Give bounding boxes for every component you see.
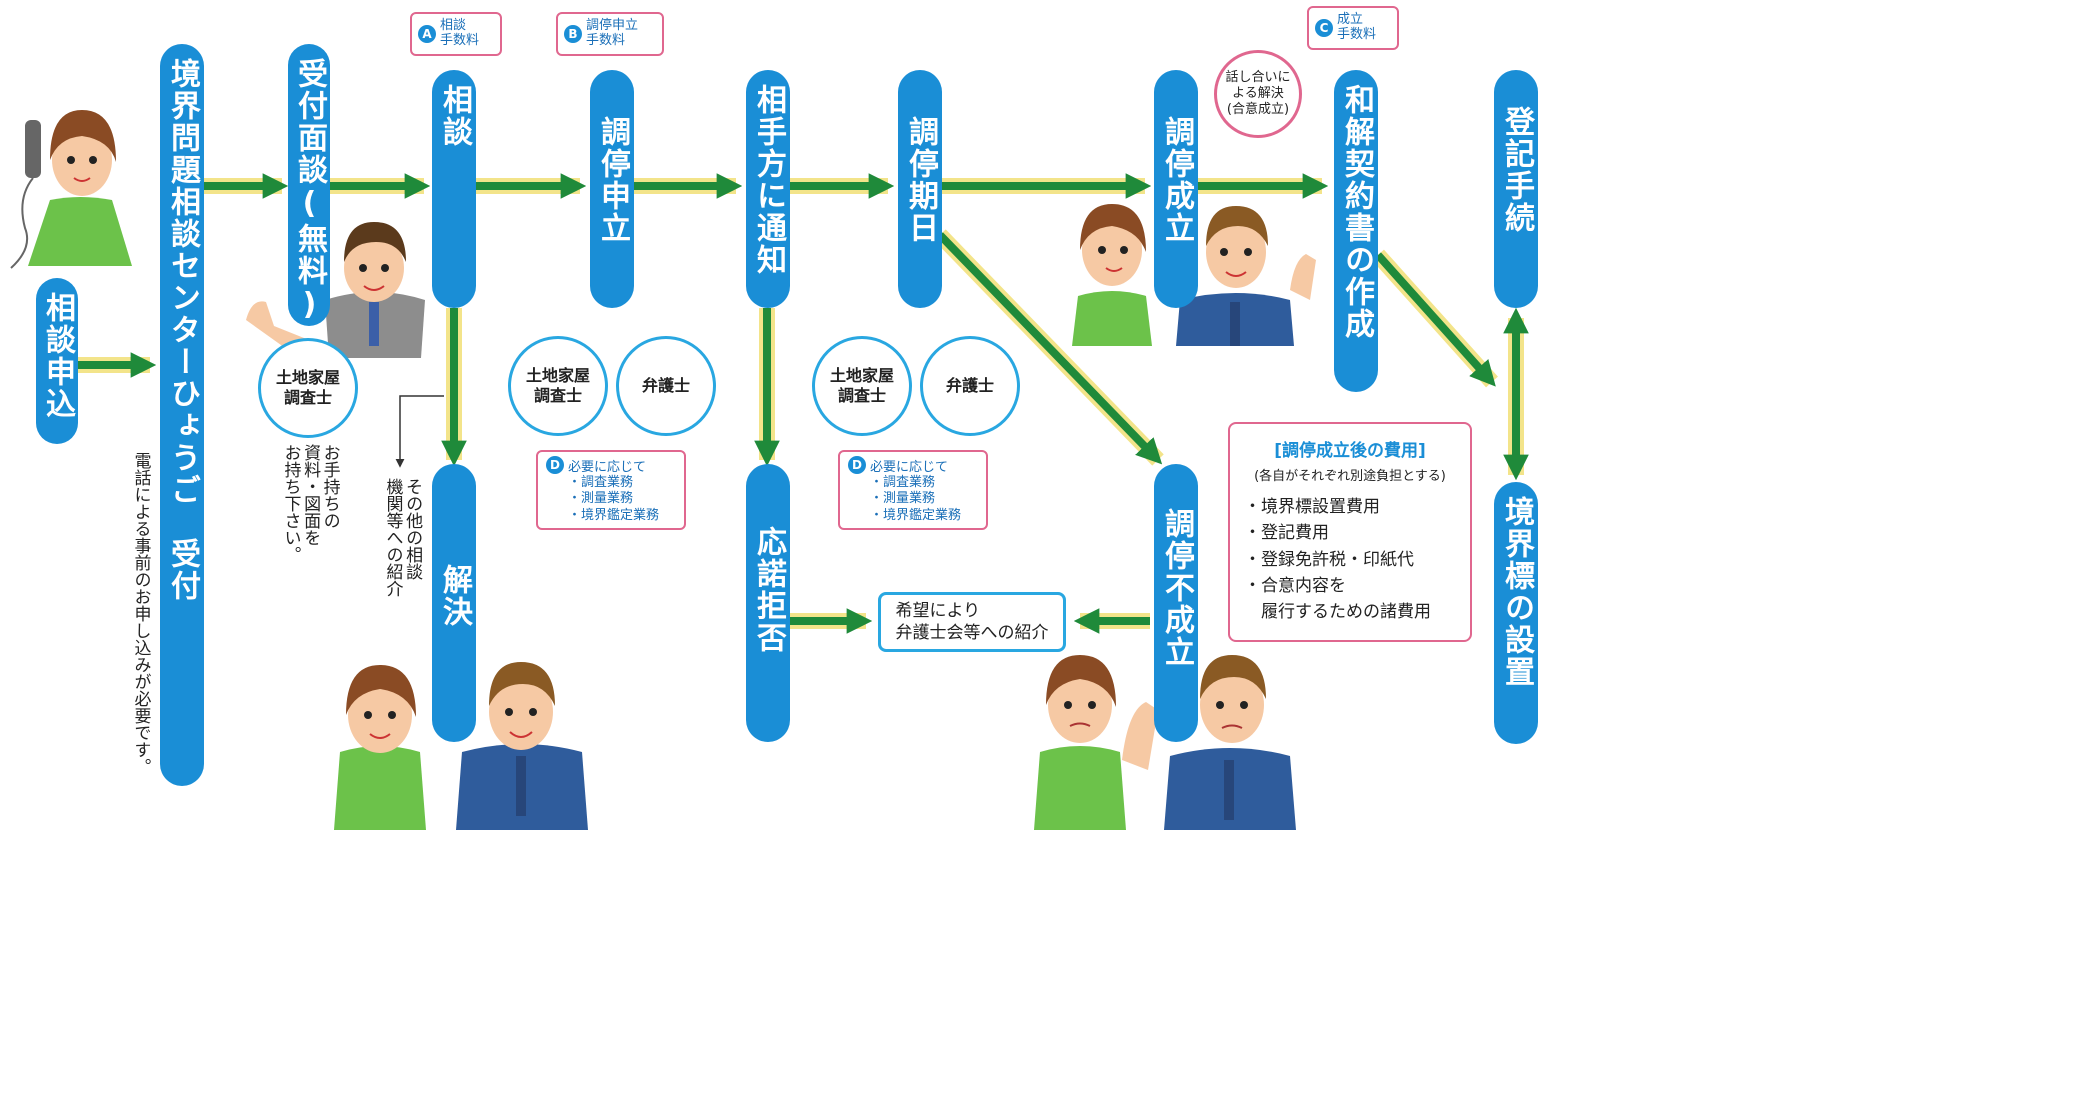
- arrow-hearing-to-failure: [937, 232, 1163, 465]
- step-petition: 調停申立: [590, 70, 634, 308]
- step-notify: 相手方に通知: [746, 70, 790, 308]
- costs-item: ・登録免許税・印紙代: [1244, 549, 1414, 570]
- step-petition-label: 調停申立: [595, 116, 630, 244]
- note-d1-item: ・測量業務: [568, 491, 634, 507]
- note-d1-box: D 必要に応じて ・調査業務 ・測量業務 ・境界鑑定業務: [536, 450, 686, 530]
- step-consultation: 相談: [432, 70, 476, 308]
- step-registration: 登記手続: [1494, 70, 1538, 308]
- step-application-label: 相談申込: [40, 292, 75, 420]
- step-consultation-label: 相談: [437, 84, 472, 148]
- step-hearing-label: 調停期日: [903, 116, 938, 244]
- step-boundary-marker: 境界標の設置: [1494, 482, 1538, 744]
- note-d1-item: ・境界鑑定業務: [568, 507, 660, 523]
- expert-lawyer-hearing: 弁護士: [920, 336, 1020, 436]
- step-success: 調停成立: [1154, 70, 1198, 308]
- step-failure-label: 調停不成立: [1159, 508, 1194, 668]
- man-failure-illustration: [1164, 655, 1296, 830]
- note-d2-list: ・調査業務 ・測量業務 ・境界鑑定業務: [870, 475, 961, 524]
- step-resolved: 解決: [432, 464, 476, 742]
- expert-surveyor-reception: 土地家屋 調査士: [258, 338, 358, 438]
- other-referral-note: その他の相談 機関等への紹介: [382, 478, 423, 597]
- expert-surveyor-reception-label: 土地家屋 調査士: [275, 368, 340, 407]
- lawyer-referral-box: 希望により 弁護士会等への紹介: [878, 592, 1066, 652]
- fee-a-badge: A: [418, 25, 436, 43]
- expert-lawyer-hearing-label: 弁護士: [945, 376, 994, 395]
- step-reception-interview: 受付面談(無料): [288, 44, 330, 326]
- fee-b-box: B 調停申立 手数料: [556, 12, 664, 56]
- step-refusal-label: 応諾拒否: [751, 526, 786, 654]
- expert-surveyor-hearing-label: 土地家屋 調査士: [829, 366, 894, 405]
- woman-success-illustration: [1072, 204, 1152, 346]
- woman-phone-illustration: [10, 110, 132, 269]
- note-d2-item: ・調査業務: [870, 475, 936, 490]
- costs-list: ・境界標設置費用 ・登記費用 ・登録免許税・印紙代 ・合意内容を 履行するための…: [1244, 494, 1456, 626]
- costs-item: 履行するための諸費用: [1244, 602, 1431, 623]
- expert-surveyor-hearing: 土地家屋 調査士: [812, 336, 912, 436]
- fee-c-badge: C: [1315, 19, 1333, 37]
- flow-arrows: [78, 173, 1529, 634]
- step-success-label: 調停成立: [1159, 116, 1194, 244]
- fee-b-label: 調停申立 手数料: [586, 18, 639, 48]
- agreement-bubble: 話し合いに よる解決 (合意成立): [1214, 50, 1302, 138]
- step-application: 相談申込: [36, 278, 78, 444]
- expert-lawyer-petition-label: 弁護士: [641, 376, 690, 395]
- costs-item: ・境界標設置費用: [1244, 497, 1380, 517]
- woman-failure-illustration: [1034, 655, 1158, 830]
- costs-subtitle: (各自がそれぞれ別途負担とする): [1254, 469, 1446, 484]
- people-illustrations: [10, 110, 1316, 830]
- note-d1-item: ・調査業務: [568, 475, 634, 490]
- agreement-bubble-label: 話し合いに よる解決 (合意成立): [1225, 69, 1291, 118]
- man-resolved-illustration: [456, 662, 588, 830]
- expert-surveyor-petition-label: 土地家屋 調査士: [525, 366, 590, 405]
- costs-item: ・合意内容を: [1244, 576, 1346, 597]
- step-marker-label: 境界標の設置: [1499, 496, 1534, 688]
- male-staff-reception-illustration: [246, 222, 425, 360]
- costs-item: ・登記費用: [1244, 523, 1329, 544]
- costs-title: [調停成立後の費用]: [1274, 441, 1426, 461]
- note-d2-badge: D: [848, 456, 866, 474]
- post-mediation-costs-box: [調停成立後の費用] (各自がそれぞれ別途負担とする) ・境界標設置費用 ・登記…: [1228, 422, 1472, 642]
- fee-c-label: 成立 手数料: [1337, 12, 1377, 42]
- step-center-label: 境界問題相談センターひょうご 受付: [165, 58, 200, 602]
- step-resolved-label: 解決: [437, 564, 472, 628]
- step-center-reception: 境界問題相談センターひょうご 受付: [160, 44, 204, 786]
- step-registration-label: 登記手続: [1499, 106, 1534, 234]
- step-notify-label: 相手方に通知: [751, 84, 786, 276]
- fee-b-badge: B: [564, 25, 582, 43]
- step-contract-label: 和解契約書の作成: [1339, 84, 1374, 340]
- step-hearing: 調停期日: [898, 70, 942, 308]
- fee-a-box: A 相談 手数料: [410, 12, 502, 56]
- phone-note: 電話による事前のお申し込みが必要です。: [130, 452, 151, 775]
- step-reception-label: 受付面談(無料): [292, 58, 327, 324]
- expert-surveyor-petition: 土地家屋 調査士: [508, 336, 608, 436]
- step-refusal: 応諾拒否: [746, 464, 790, 742]
- note-d2-box: D 必要に応じて ・調査業務 ・測量業務 ・境界鑑定業務: [838, 450, 988, 530]
- note-d1-title: 必要に応じて: [568, 460, 647, 475]
- note-d1-badge: D: [546, 456, 564, 474]
- note-d1-list: ・調査業務 ・測量業務 ・境界鑑定業務: [568, 475, 659, 524]
- note-d2-title: 必要に応じて: [870, 460, 949, 475]
- fee-a-label: 相談 手数料: [440, 18, 480, 48]
- expert-lawyer-petition: 弁護士: [616, 336, 716, 436]
- man-success-illustration: [1176, 206, 1316, 346]
- fee-c-box: C 成立 手数料: [1307, 6, 1399, 50]
- woman-resolved-illustration: [334, 665, 426, 830]
- arrow-other-referral: [395, 395, 444, 468]
- note-d2-item: ・境界鑑定業務: [870, 507, 962, 523]
- step-failure: 調停不成立: [1154, 464, 1198, 742]
- note-d2-item: ・測量業務: [870, 491, 936, 507]
- bring-documents-note: お手持ちの 資料・図面を お持ち下さい。: [280, 444, 340, 563]
- step-contract: 和解契約書の作成: [1334, 70, 1378, 392]
- arrow-contract-to-marker: [1375, 252, 1496, 387]
- consultation-flow-diagram: 相談申込 境界問題相談センターひょうご 受付 受付面談(無料) 相談 解決 調停…: [10, 6, 1538, 830]
